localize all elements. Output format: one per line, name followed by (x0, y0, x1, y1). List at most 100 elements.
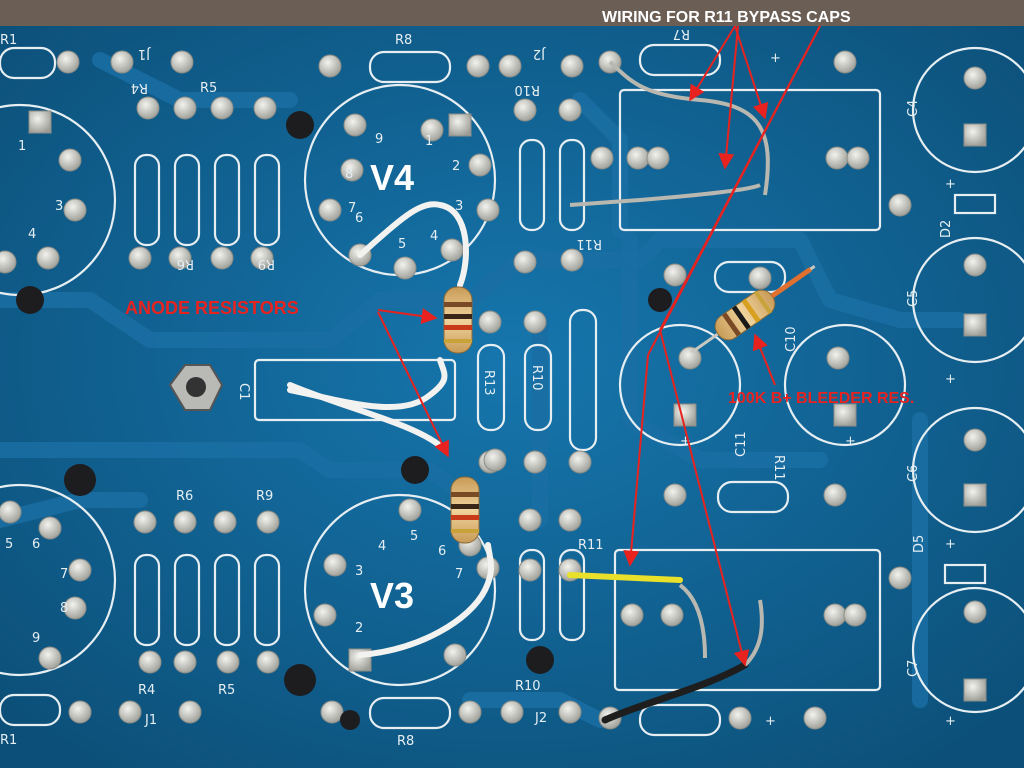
solder-pad (256, 650, 280, 674)
solder-pad (823, 603, 847, 627)
solder-pad (443, 643, 467, 667)
solder-pad-square (963, 123, 987, 147)
solder-pad (256, 510, 280, 534)
solder-pad (483, 448, 507, 472)
left-top-pin-3: 3 (55, 199, 63, 214)
solder-pad (420, 118, 444, 142)
solder-pad (888, 193, 912, 217)
label-c4: C4 (906, 100, 921, 117)
solder-pad (620, 603, 644, 627)
solder-pad (513, 98, 537, 122)
solder-pad (558, 98, 582, 122)
left-top-pin-4: 4 (28, 227, 36, 242)
solder-pad (523, 450, 547, 474)
solder-pad-square (28, 110, 52, 134)
solder-pad (590, 146, 614, 170)
plus-c11: + (845, 434, 856, 449)
solder-pad (468, 153, 492, 177)
solder-pad (58, 148, 82, 172)
v3-pin-5: 5 (410, 529, 418, 544)
label-r6-top: R6 (177, 256, 194, 271)
solder-pad (825, 146, 849, 170)
left-pin-9: 9 (32, 631, 40, 646)
solder-pad-square (833, 403, 857, 427)
bleeder-resistor (690, 265, 816, 354)
solder-pad (558, 700, 582, 724)
v3-pin-3: 3 (355, 564, 363, 579)
label-r4: R4 (131, 80, 148, 95)
arrow-bleeder (752, 333, 776, 386)
solder-pad (173, 650, 197, 674)
left-top-pin-1: 1 (18, 139, 26, 154)
solder-pad (678, 346, 702, 370)
label-r1-bottom: R1 (0, 733, 17, 748)
solder-pad-square (448, 113, 472, 137)
v3-pin-6: 6 (438, 544, 446, 559)
label-j2-bottom: J2 (534, 711, 547, 726)
solder-pad (523, 310, 547, 334)
solder-pad (513, 250, 537, 274)
label-c5: C5 (906, 290, 921, 307)
solder-pad (0, 250, 17, 274)
label-c6: C6 (906, 465, 921, 482)
v4-pin-8: 8 (345, 167, 353, 182)
solder-pad (38, 516, 62, 540)
solder-pad (38, 646, 62, 670)
arrow-anode-bottom (377, 311, 449, 458)
solder-pad (68, 558, 92, 582)
v4-pin-9: 9 (375, 132, 383, 147)
v3-pin-2: 2 (355, 621, 363, 636)
label-c10: C10 (784, 326, 799, 352)
arrow-long-4 (659, 329, 750, 667)
solder-pad (518, 508, 542, 532)
arrow-bypass-2 (718, 25, 739, 170)
solder-pad (0, 500, 22, 524)
label-r9-top: R9 (258, 256, 275, 271)
solder-pad (748, 266, 772, 290)
solder-pad (173, 510, 197, 534)
solder-pad-square (673, 403, 697, 427)
label-r10-top: R10 (514, 82, 540, 97)
arrow-bypass-3 (734, 25, 769, 120)
solder-pad (568, 450, 592, 474)
label-r10-bottom: R10 (515, 679, 541, 694)
solder-pad (500, 700, 524, 724)
solder-pad (466, 54, 490, 78)
solder-pad (963, 428, 987, 452)
solder-pad-square (963, 313, 987, 337)
solder-pad (63, 198, 87, 222)
arrow-bypass-1 (689, 25, 736, 102)
solder-pad (560, 248, 584, 272)
v4-pin-1: 1 (425, 134, 433, 149)
solder-pad (660, 603, 684, 627)
solder-pad (398, 498, 422, 522)
plus-c10: + (680, 434, 691, 449)
left-pin-6: 6 (32, 537, 40, 552)
arrow-anode-top (377, 308, 438, 324)
solder-pad (843, 603, 867, 627)
solder-pad-square (963, 483, 987, 507)
solder-pad (133, 510, 157, 534)
v3-pin-4: 4 (378, 539, 386, 554)
anode-resistor-top (443, 286, 473, 354)
solder-pad (476, 198, 500, 222)
solder-pad (118, 700, 142, 724)
label-r5-bottom: R5 (218, 683, 235, 698)
label-r11-bottom: R11 (578, 538, 604, 553)
label-d2: D2 (939, 220, 954, 238)
solder-pad (128, 246, 152, 270)
solder-pad (213, 510, 237, 534)
label-j1-top: J1 (138, 46, 151, 61)
solder-pad (963, 600, 987, 624)
solder-pads (0, 50, 987, 730)
solder-pad (826, 346, 850, 370)
solder-pad (250, 246, 274, 270)
v4-pin-5: 5 (398, 237, 406, 252)
label-r11-top: R11 (576, 236, 602, 251)
label-r6-bottom: R6 (176, 489, 193, 504)
v4-pin-3: 3 (455, 199, 463, 214)
v4-pin-4: 4 (430, 229, 438, 244)
label-r10-mid: R10 (529, 365, 544, 391)
label-j1-bottom: J1 (144, 713, 157, 728)
